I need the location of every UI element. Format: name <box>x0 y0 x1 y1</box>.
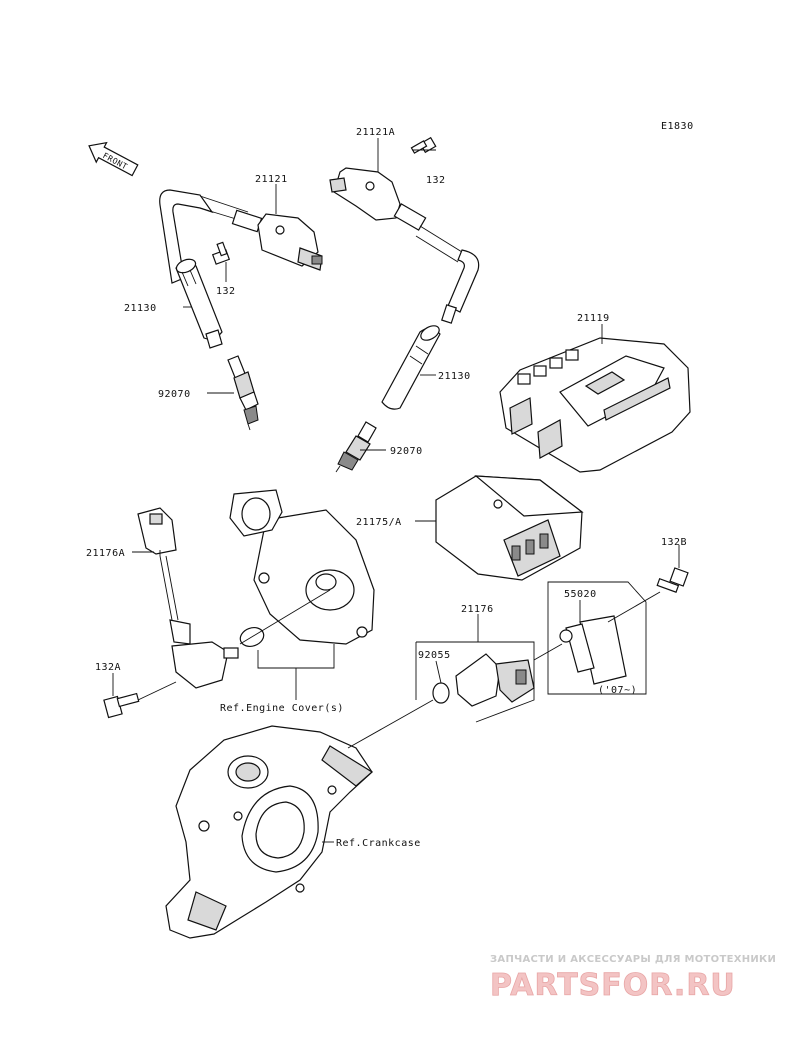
label-132b: 132B <box>661 537 687 548</box>
ignition-coil-right <box>329 167 480 324</box>
crankcase <box>165 725 374 939</box>
sensor-21176a <box>137 507 239 689</box>
label-92070-right: 92070 <box>390 446 423 457</box>
label-year-note: ('07~) <box>598 685 637 696</box>
ref-crankcase: Ref.Crankcase <box>336 838 421 849</box>
spark-plug-right <box>335 421 377 473</box>
spark-plug-left <box>227 355 259 431</box>
regulator-unit <box>435 475 584 581</box>
part-labels: 21121A 132 21121 132 21130 92070 21119 2… <box>86 127 687 849</box>
label-21121: 21121 <box>255 174 288 185</box>
ref-engine-cover: Ref.Engine Cover(s) <box>220 703 344 714</box>
watermark-tagline: ЗАПЧАСТИ И АКСЕССУАРЫ ДЛЯ МОТОТЕХНИКИ <box>490 954 776 965</box>
leader-lines <box>112 138 680 843</box>
label-21130-left: 21130 <box>124 303 157 314</box>
front-arrow-icon: FRONT <box>88 141 139 177</box>
bracket-55020 <box>559 615 627 685</box>
label-21130-right: 21130 <box>438 371 471 382</box>
watermark: ЗАПЧАСТИ И АКСЕССУАРЫ ДЛЯ МОТОТЕХНИКИ PA… <box>490 954 776 1003</box>
label-92055: 92055 <box>418 650 451 661</box>
label-21119: 21119 <box>577 313 610 324</box>
label-21175a: 21175/A <box>356 517 402 528</box>
bolt-132b <box>656 567 689 593</box>
diagram-code: E1830 <box>661 121 694 132</box>
label-21176: 21176 <box>461 604 494 615</box>
plug-cap-right <box>381 325 441 410</box>
watermark-logo: PARTSFOR.RU <box>490 968 736 1003</box>
plug-cap-left <box>175 258 223 349</box>
label-55020: 55020 <box>564 589 597 600</box>
label-132-top: 132 <box>426 175 446 186</box>
label-21121a: 21121A <box>356 127 395 138</box>
label-132a: 132A <box>95 662 121 673</box>
crank-sensor-21176 <box>455 653 535 707</box>
ecu-unit <box>499 337 691 473</box>
bolt-132-top <box>410 136 437 154</box>
bolt-132a <box>103 692 140 719</box>
o-ring-92055 <box>432 682 450 704</box>
engine-cover <box>229 489 375 645</box>
label-132-left: 132 <box>216 286 236 297</box>
bolt-132-left <box>211 241 231 265</box>
label-92070-left: 92070 <box>158 389 191 400</box>
label-21176a: 21176A <box>86 548 125 559</box>
ignition-coil-left <box>159 189 323 284</box>
